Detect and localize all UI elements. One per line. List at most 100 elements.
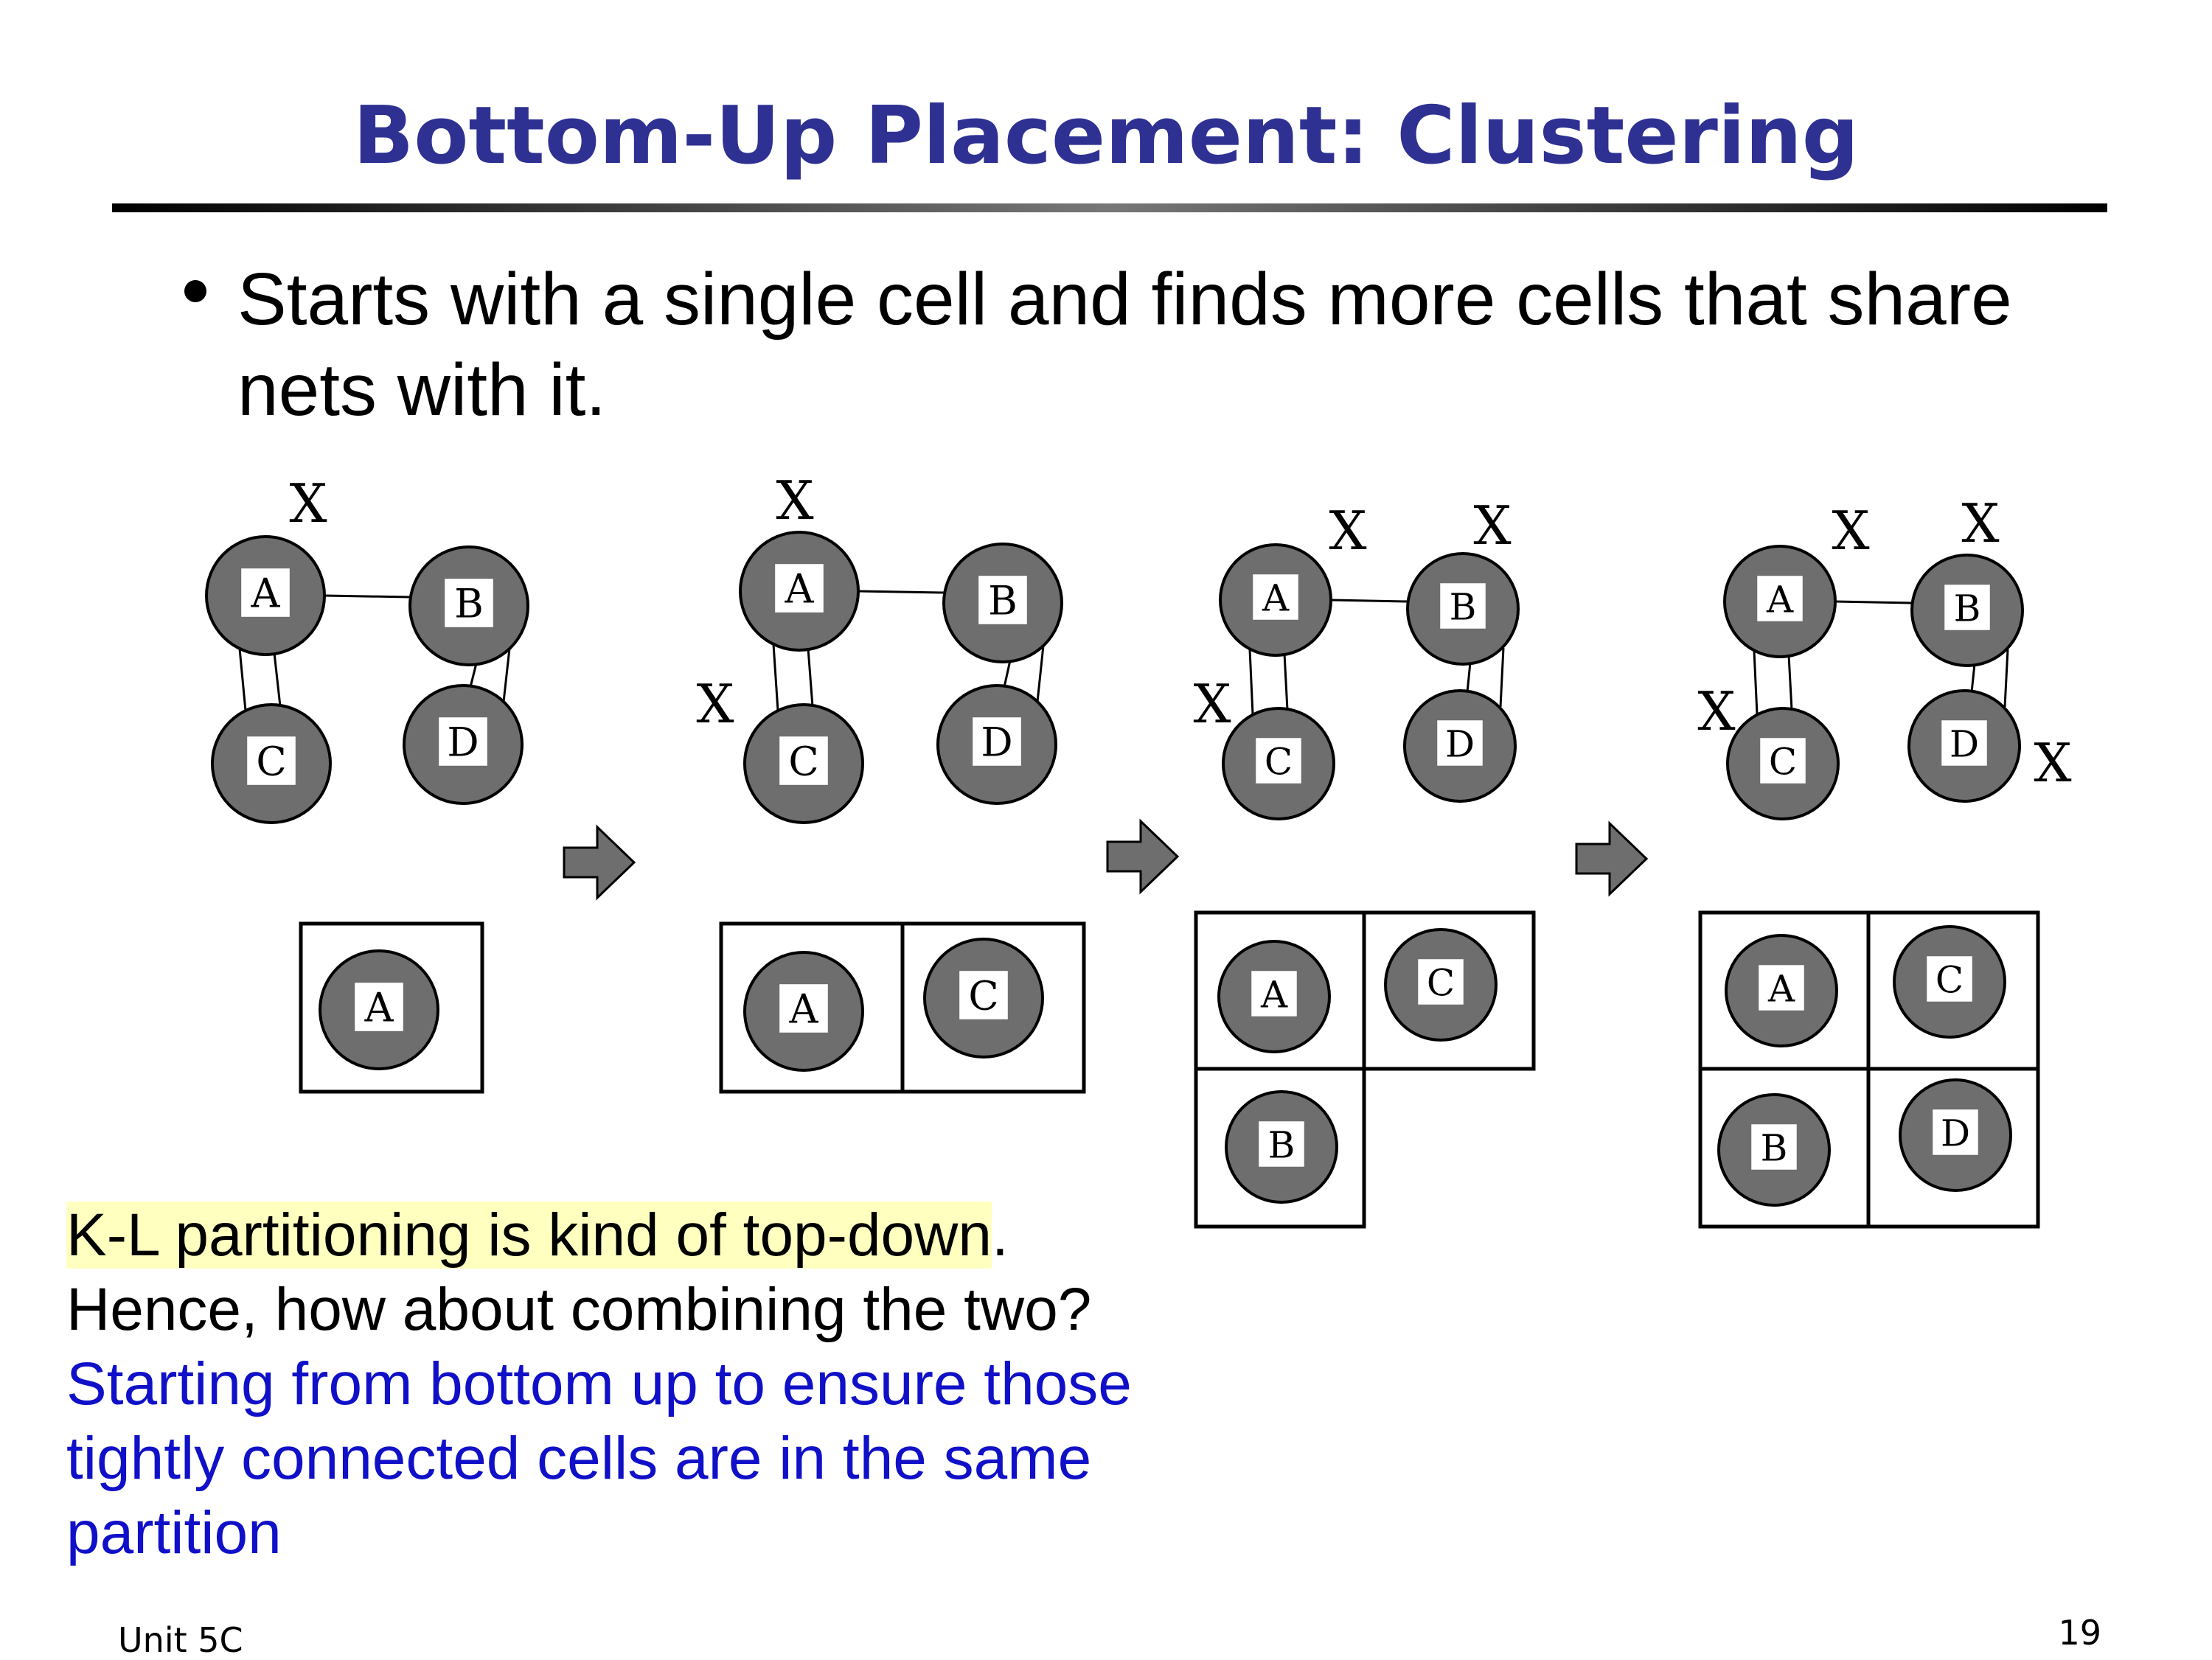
page-number: 19	[2058, 1613, 2101, 1653]
stage2-node-d-label: D	[981, 719, 1012, 766]
placement-4-node-a-label: A	[1767, 967, 1795, 1010]
stage1-edge-a-b	[324, 594, 411, 599]
placement-2-node-c-label-box	[959, 971, 1008, 1019]
placement-1-node-a-label: A	[364, 985, 394, 1031]
stage2-node-b-label: B	[988, 578, 1018, 624]
bullet-text: Starts with a single cell and finds more…	[237, 258, 2012, 431]
stage4-cross-a: X	[1832, 500, 1869, 562]
placement-4-box-bottom-right	[1866, 1067, 2040, 1229]
placement-4-node-d-label: D	[1941, 1112, 1970, 1154]
placement-3-box-top-right	[1362, 910, 1536, 1071]
stage3-node-d-label-box	[1437, 720, 1483, 766]
stage2-node-b-label-box	[978, 576, 1027, 624]
slide-title: Bottom-Up Placement: Clustering	[352, 90, 1860, 182]
placement-2-node-a-label-box	[779, 984, 828, 1033]
note-blue-text: Starting from bottom up to ensure those …	[66, 1350, 1132, 1566]
stage4-edge-a-b	[1834, 600, 1913, 604]
placement-1-box	[299, 921, 484, 1094]
placement-2-node-c-label: C	[968, 973, 998, 1019]
stage4-edge-a-c-2	[1787, 655, 1793, 711]
stage1-edge-b-d-1	[469, 663, 478, 688]
stage3-edge-a-b	[1330, 599, 1408, 603]
stage3-edge-a-c-1	[1248, 649, 1254, 715]
placement-1-node-a-label-box	[355, 983, 403, 1031]
stage4-node-b-label: B	[1954, 587, 1981, 630]
stage4-node-c-label-box	[1760, 738, 1806, 784]
stage2-node-c-label-box	[779, 736, 828, 785]
stage3-node-a-label: A	[1262, 576, 1290, 619]
stage3-cross-c: X	[1193, 673, 1231, 735]
stage-arrow-1	[563, 824, 636, 901]
placement-4-node-b-label: B	[1761, 1126, 1788, 1169]
stage4-node-a-label-box	[1757, 576, 1803, 621]
placement-3-node-b-label: B	[1268, 1123, 1295, 1166]
stage4-edge-b-d-1	[1970, 663, 1976, 693]
footer-unit: Unit 5C	[118, 1620, 243, 1660]
stage2-node-a-label: A	[785, 566, 815, 613]
stage-arrow-3	[1575, 820, 1649, 897]
stage4-edge-a-c-1	[1753, 650, 1759, 715]
stage2-edge-b-d-2	[1036, 645, 1045, 702]
stage4-cross-d: X	[2034, 732, 2071, 794]
stage1-edge-a-c-1	[238, 648, 247, 711]
stage4-cross-c: X	[1697, 680, 1735, 742]
placement-4-node-d-label-box	[1933, 1109, 1978, 1155]
stage2-cross-a: X	[776, 470, 813, 531]
stage3-node-b-label: B	[1450, 585, 1477, 628]
stage3-node-b-label-box	[1440, 583, 1486, 629]
placement-3-node-a-label-box	[1251, 971, 1297, 1016]
stage3-node-c-label: C	[1265, 740, 1293, 783]
placement-2-node-a-label: A	[789, 986, 819, 1033]
stage4-node-d-label: D	[1950, 722, 1979, 765]
placement-4-node-b-label-box	[1751, 1124, 1797, 1170]
stage2-node-a-label-box	[775, 564, 824, 613]
placement-2-box-right	[900, 921, 1086, 1094]
stage1-edge-a-c-2	[273, 652, 282, 707]
stage3-edge-a-c-2	[1283, 653, 1289, 711]
placement-3-box-bottom-left	[1194, 1067, 1366, 1229]
placement-4-node-c-label-box	[1927, 956, 1972, 1002]
stage1-node-b-label-box	[445, 579, 493, 627]
stage3-edge-b-d-1	[1466, 662, 1472, 693]
stage1-node-d-label: D	[447, 719, 479, 766]
note-highlight: K-L partitioning is kind of top-down	[66, 1202, 992, 1269]
note-period: .	[991, 1202, 1009, 1269]
note-line2: Hence, how about combining the two?	[66, 1276, 1092, 1343]
stage1-cross-a: X	[289, 472, 327, 534]
stage3-node-d-label: D	[1445, 722, 1475, 765]
stage3-edge-b-d-2	[1499, 647, 1505, 708]
stage1-node-b-label: B	[454, 581, 484, 627]
stage2-cross-c: X	[696, 673, 734, 735]
stage1-edge-b-d-2	[502, 648, 511, 702]
placement-3-node-b-label-box	[1259, 1121, 1304, 1167]
stage2-edge-a-b	[858, 590, 945, 594]
bullet-dot	[184, 280, 206, 302]
stage2-node-c-label: C	[788, 739, 818, 785]
stage2-edge-b-d-1	[1003, 660, 1012, 688]
placement-4-node-c-label: C	[1935, 958, 1964, 1001]
stage4-node-b-label-box	[1944, 585, 1990, 630]
stage1-node-d-label-box	[439, 717, 487, 766]
placement-4-node-a-label-box	[1759, 965, 1804, 1011]
stage3-node-a-label-box	[1253, 574, 1298, 620]
stage4-edge-b-d-2	[2003, 649, 2009, 708]
stage4-node-c-label: C	[1769, 740, 1797, 783]
stage1-node-a-label-box	[241, 568, 290, 617]
stage3-cross-a: X	[1329, 500, 1366, 562]
stage2-node-d-label-box	[973, 717, 1021, 766]
stage1-node-c-label-box	[247, 736, 296, 785]
stage1-node-c-label: C	[256, 739, 286, 785]
placement-3-node-a-label: A	[1260, 973, 1288, 1016]
kl-note: K-L partitioning is kind of top-down. He…	[66, 1198, 1246, 1570]
placement-3-node-c-label: C	[1427, 961, 1455, 1004]
stage3-cross-b: X	[1473, 495, 1511, 557]
stage3-node-c-label-box	[1256, 738, 1301, 784]
stage2-edge-a-c-1	[772, 644, 779, 711]
title-underline	[112, 203, 2107, 212]
stage4-cross-b: X	[1961, 492, 1999, 554]
stage4-node-d-label-box	[1941, 720, 1987, 766]
stage1-node-a-label: A	[251, 571, 281, 617]
stage2-edge-a-c-2	[807, 648, 814, 707]
stage4-node-a-label: A	[1766, 578, 1794, 621]
